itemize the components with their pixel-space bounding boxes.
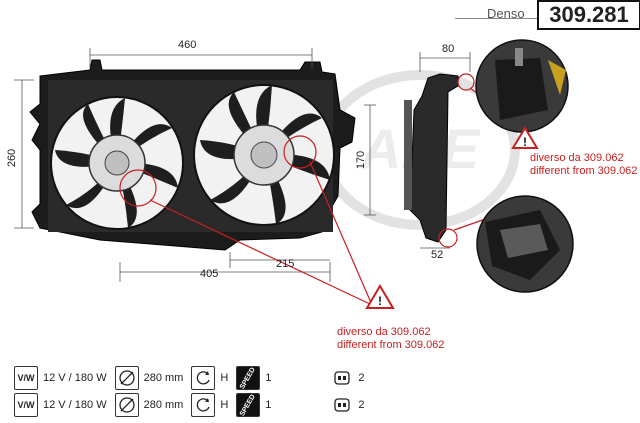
dim-offset-b-label: 215 xyxy=(276,258,295,270)
dimension-lines xyxy=(14,48,471,282)
diameter-value: 280 mm xyxy=(143,399,184,411)
header-rule xyxy=(455,18,537,19)
dim-depth-label: 80 xyxy=(442,43,455,55)
speed-icon: SPEED xyxy=(236,393,261,417)
warning-icon-1: ! xyxy=(511,126,539,149)
rotation-value: H xyxy=(220,399,229,411)
voltage-power-value: 12 V / 180 W xyxy=(43,372,107,384)
left-fan xyxy=(50,96,184,230)
dim-width-label: 460 xyxy=(178,39,197,51)
connector-value: 2 xyxy=(358,372,365,384)
rotation-icon xyxy=(191,393,216,417)
difference-note-1: diverso da 309.062 different from 309.06… xyxy=(530,152,638,177)
warning-icon-2: ! xyxy=(365,284,395,309)
speed-value: 1 xyxy=(265,372,272,384)
voltage-power-icon: V/W xyxy=(14,393,38,417)
brand-label: Denso xyxy=(487,6,525,21)
voltage-power-value: 12 V / 180 W xyxy=(43,399,107,411)
rotation-value: H xyxy=(220,372,229,384)
dim-side-height-label: 170 xyxy=(355,150,368,170)
diameter-icon xyxy=(114,366,139,390)
speed-icon: SPEED xyxy=(236,366,261,390)
speed-value: 1 xyxy=(265,399,272,411)
rotation-icon xyxy=(191,366,216,390)
svg-text:!: ! xyxy=(523,135,527,149)
part-number: 309.281 xyxy=(537,0,640,30)
dim-offset-a-label: 405 xyxy=(200,268,219,280)
svg-text:!: ! xyxy=(378,294,382,308)
side-view xyxy=(404,73,459,243)
voltage-power-icon: V/W xyxy=(14,366,38,390)
spec-row-2: V/W 12 V / 180 W 280 mm H SPEED 1 2 xyxy=(14,392,373,418)
dim-height-label: 260 xyxy=(6,148,19,168)
diameter-value: 280 mm xyxy=(143,372,184,384)
diameter-icon xyxy=(114,393,139,417)
spec-row-1: V/W 12 V / 180 W 280 mm H SPEED 1 2 xyxy=(14,365,373,391)
detail-view-top xyxy=(475,39,569,133)
connector-icon xyxy=(331,394,354,416)
difference-note-2: diverso da 309.062 different from 309.06… xyxy=(337,326,445,351)
connector-value: 2 xyxy=(358,399,365,411)
dim-bracket-label: 52 xyxy=(431,249,444,261)
detail-view-bottom xyxy=(476,195,574,293)
connector-icon xyxy=(331,367,354,389)
right-fan xyxy=(193,84,335,226)
